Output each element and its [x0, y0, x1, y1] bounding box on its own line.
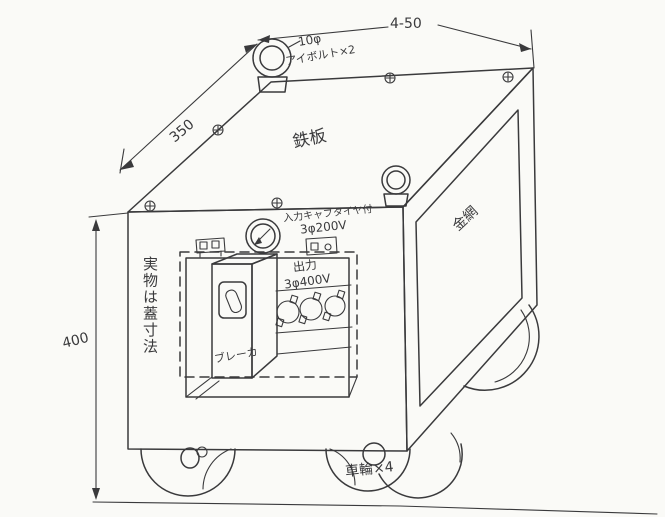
dimension-depth: 350 — [119, 43, 258, 174]
mesh-grid — [415, 109, 523, 407]
receptacle — [322, 289, 346, 322]
panel-meter — [245, 218, 281, 254]
wheels-label: 車輪×4 — [344, 458, 394, 480]
side-note-vertical: 実物は蓋寸法 — [141, 256, 159, 355]
right-side-face — [402, 67, 538, 452]
output-section: 出力 3φ400V — [275, 257, 353, 355]
top-face — [127, 67, 534, 213]
front-face — [127, 206, 408, 452]
annotations: 10φ アイボルト×2 鉄板 入力キャブタイヤ付 3φ200V 実物は蓋寸法 — [141, 31, 373, 355]
screw-icon — [502, 71, 514, 83]
wheel-front-right — [378, 432, 463, 499]
cart-box-outline — [127, 67, 538, 452]
breaker-box: ブレーカ — [211, 253, 278, 379]
dim-height-value: 400 — [61, 330, 91, 352]
receptacle — [298, 291, 323, 325]
mesh-panel-label: 金網 — [450, 204, 481, 235]
screw-icon — [212, 124, 224, 136]
panel-dashed-frame — [179, 251, 358, 378]
dim-depth-value: 350 — [167, 116, 198, 145]
connector-plate — [305, 236, 338, 256]
top-plate-label: 鉄板 — [291, 126, 328, 153]
wheel-rear-right — [463, 304, 540, 391]
dimension-top-width: 4-50 — [257, 16, 535, 69]
dim-top-width-value: 4-50 — [390, 16, 422, 32]
eyebolt-leader-line — [288, 40, 301, 48]
screw-icon — [144, 200, 156, 212]
ground-line — [92, 501, 658, 515]
dimension-height: 400 — [61, 212, 129, 500]
control-panel — [179, 251, 358, 400]
wheels: 車輪×4 — [140, 304, 540, 499]
breaker-lever-icon — [225, 289, 243, 314]
wheel-front-middle — [325, 442, 411, 492]
top-plate-screws — [144, 71, 514, 212]
eyebolt-rear — [252, 38, 292, 93]
output-voltage-label: 3φ400V — [283, 271, 332, 291]
eyebolt-size-label: 10φ — [297, 31, 322, 49]
screw-icon — [271, 197, 283, 209]
eyebolt-label: アイボルト×2 — [284, 43, 356, 68]
output-label: 出力 — [292, 257, 318, 274]
mesh-panel: 金網 — [415, 109, 523, 407]
input-voltage-label: 3φ200V — [299, 218, 348, 237]
wheel-front-left — [140, 446, 236, 497]
receptacle — [275, 294, 300, 328]
screw-icon — [384, 72, 396, 84]
terminal-block — [195, 237, 226, 258]
eyebolt-front — [381, 165, 411, 207]
meter-needle-icon — [254, 237, 262, 245]
breaker-switch — [218, 281, 247, 319]
